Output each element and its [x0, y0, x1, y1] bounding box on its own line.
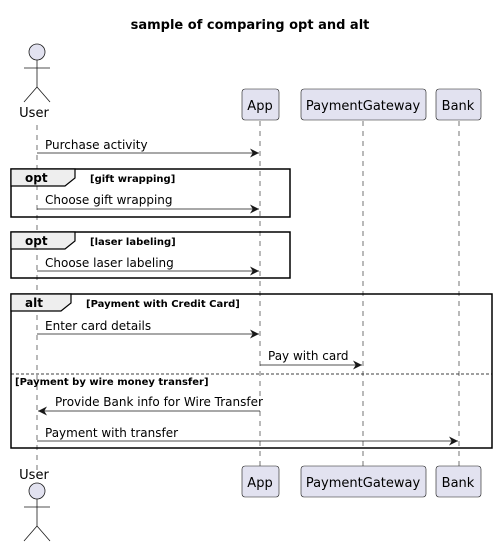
participant-app-top: App — [241, 88, 280, 121]
participant-bank-label-top: Bank — [442, 99, 475, 114]
message-bankinfo: Provide Bank info for Wire Transfer — [38, 395, 263, 416]
message-card: Enter card details — [37, 319, 259, 339]
fragment-keyword: opt — [25, 171, 48, 185]
participant-gateway-label-bottom: PaymentGateway — [306, 476, 421, 491]
message-transfer: Payment with transfer — [37, 426, 458, 446]
participant-gateway-bottom: PaymentGateway — [300, 465, 427, 498]
participant-bank-label-bottom: Bank — [442, 476, 475, 491]
actor-user-top: User — [19, 43, 51, 121]
message-label: Pay with card — [268, 349, 349, 363]
actor-head-icon — [28, 43, 46, 61]
participant-app-bottom: App — [241, 465, 280, 498]
message-gift: Choose gift wrapping — [37, 193, 259, 214]
message-pay: Pay with card — [260, 349, 362, 370]
actor-user-label-bottom: User — [19, 468, 49, 483]
message-laser: Choose laser labeling — [37, 256, 259, 276]
participant-app-label-bottom: App — [247, 476, 272, 491]
participant-app-label-top: App — [247, 99, 272, 114]
fragment-else-condition: [Payment by wire money transfer] — [15, 377, 209, 388]
participant-gateway-top: PaymentGateway — [300, 88, 427, 121]
actor-head-icon — [28, 482, 46, 500]
participant-bank-top: Bank — [435, 88, 482, 121]
diagram-title: sample of comparing opt and alt — [131, 18, 370, 33]
actor-user-bottom: User — [19, 468, 51, 542]
message-label: Choose gift wrapping — [45, 193, 173, 207]
message-purchase: Purchase activity — [37, 138, 259, 158]
participant-gateway-label-top: PaymentGateway — [306, 99, 421, 114]
fragment-condition: [laser labeling] — [90, 237, 176, 248]
message-label: Provide Bank info for Wire Transfer — [55, 395, 263, 409]
fragment-condition: [gift wrapping] — [90, 174, 175, 185]
message-label: Purchase activity — [45, 138, 148, 152]
fragment-keyword: opt — [25, 234, 48, 248]
participant-bank-bottom: Bank — [435, 465, 482, 498]
fragment-opt-gift: opt [gift wrapping] — [10, 168, 291, 218]
fragment-keyword: alt — [25, 296, 43, 310]
message-label: Choose laser labeling — [45, 256, 174, 270]
fragment-condition: [Payment with Credit Card] — [86, 299, 240, 310]
fragment-alt-payment: alt [Payment with Credit Card] [Payment … — [10, 293, 493, 449]
message-label: Payment with transfer — [45, 426, 178, 440]
fragment-opt-laser: opt [laser labeling] — [10, 231, 291, 279]
message-label: Enter card details — [45, 319, 151, 333]
actor-user-label-top: User — [19, 106, 49, 121]
